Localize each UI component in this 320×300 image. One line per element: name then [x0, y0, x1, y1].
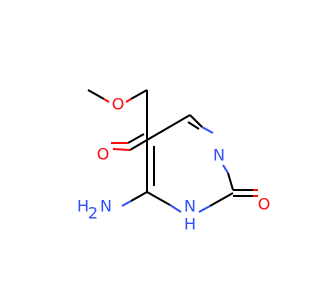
- ring-nh-h-label: H: [184, 215, 196, 234]
- bond-c6-n1-inner: [187, 121, 200, 130]
- bond-co-double-2: [127, 133, 145, 144]
- bond-c6-n1-blue: [201, 126, 214, 134]
- bond-n1-c2-blue: [222, 164, 229, 174]
- bond-c4-nh2-blue: [121, 200, 132, 207]
- bond-c6-n1: [189, 114, 203, 128]
- structure-diagram: O O N O N H H 2 N: [77, 89, 271, 234]
- oxo-oxygen-label: O: [258, 195, 271, 214]
- bond-methyl-o: [87, 89, 105, 100]
- bond-c2-n3: [209, 192, 234, 207]
- bond-n1-c2: [227, 172, 234, 191]
- bond-n3-c4-blue: [169, 204, 182, 213]
- bond-c5-c6: [146, 114, 191, 141]
- bond-n3-c4: [146, 191, 171, 206]
- bond-c4-nh2: [130, 191, 148, 202]
- bond-co-double-1-red: [112, 148, 131, 151]
- carbonyl-oxygen-label: O: [97, 145, 110, 164]
- amino-n-label: N: [100, 197, 112, 216]
- bond-methyl-o-red: [103, 98, 110, 103]
- amino-h2-label: 2: [88, 204, 98, 223]
- ring-n1-label: N: [213, 146, 225, 165]
- bond-co-double-1: [129, 139, 148, 151]
- bond-c2-n3-blue: [198, 205, 211, 213]
- ring-nh-n-label: N: [184, 197, 196, 216]
- bond-o-carbonyl: [130, 89, 148, 100]
- bond-o-carbonyl-red: [125, 98, 132, 103]
- amino-h-label: H: [77, 197, 89, 216]
- methoxy-oxygen-label: O: [112, 95, 125, 114]
